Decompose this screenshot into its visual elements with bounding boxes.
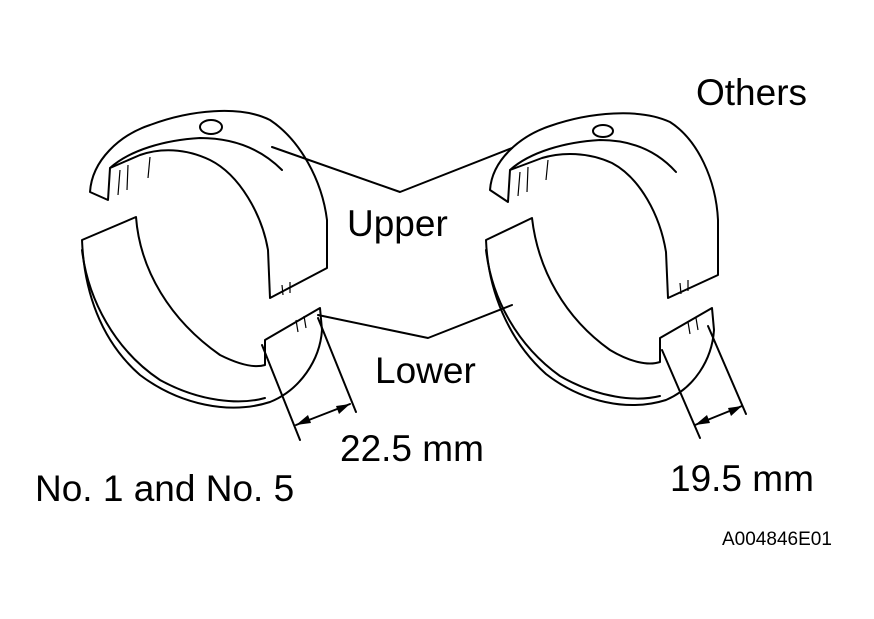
- dimension-right-label: 19.5 mm: [670, 458, 814, 499]
- left-lower-shell: [81, 216, 323, 409]
- figure-id: A004846E01: [722, 529, 832, 550]
- others-label: Others: [696, 72, 808, 113]
- dimension-left-label: 22.5 mm: [340, 428, 484, 469]
- lower-leader-lines: [317, 304, 513, 339]
- dimension-right: [661, 325, 747, 439]
- right-upper-shell: [489, 112, 719, 299]
- dimension-left: [261, 317, 357, 441]
- no1-no5-label: No. 1 and No. 5: [35, 468, 295, 509]
- upper-label: Upper: [347, 203, 448, 244]
- left-upper-shell: [89, 109, 328, 299]
- lower-label: Lower: [375, 350, 476, 391]
- right-lower-shell: [485, 217, 715, 406]
- upper-leader-lines: [271, 146, 513, 193]
